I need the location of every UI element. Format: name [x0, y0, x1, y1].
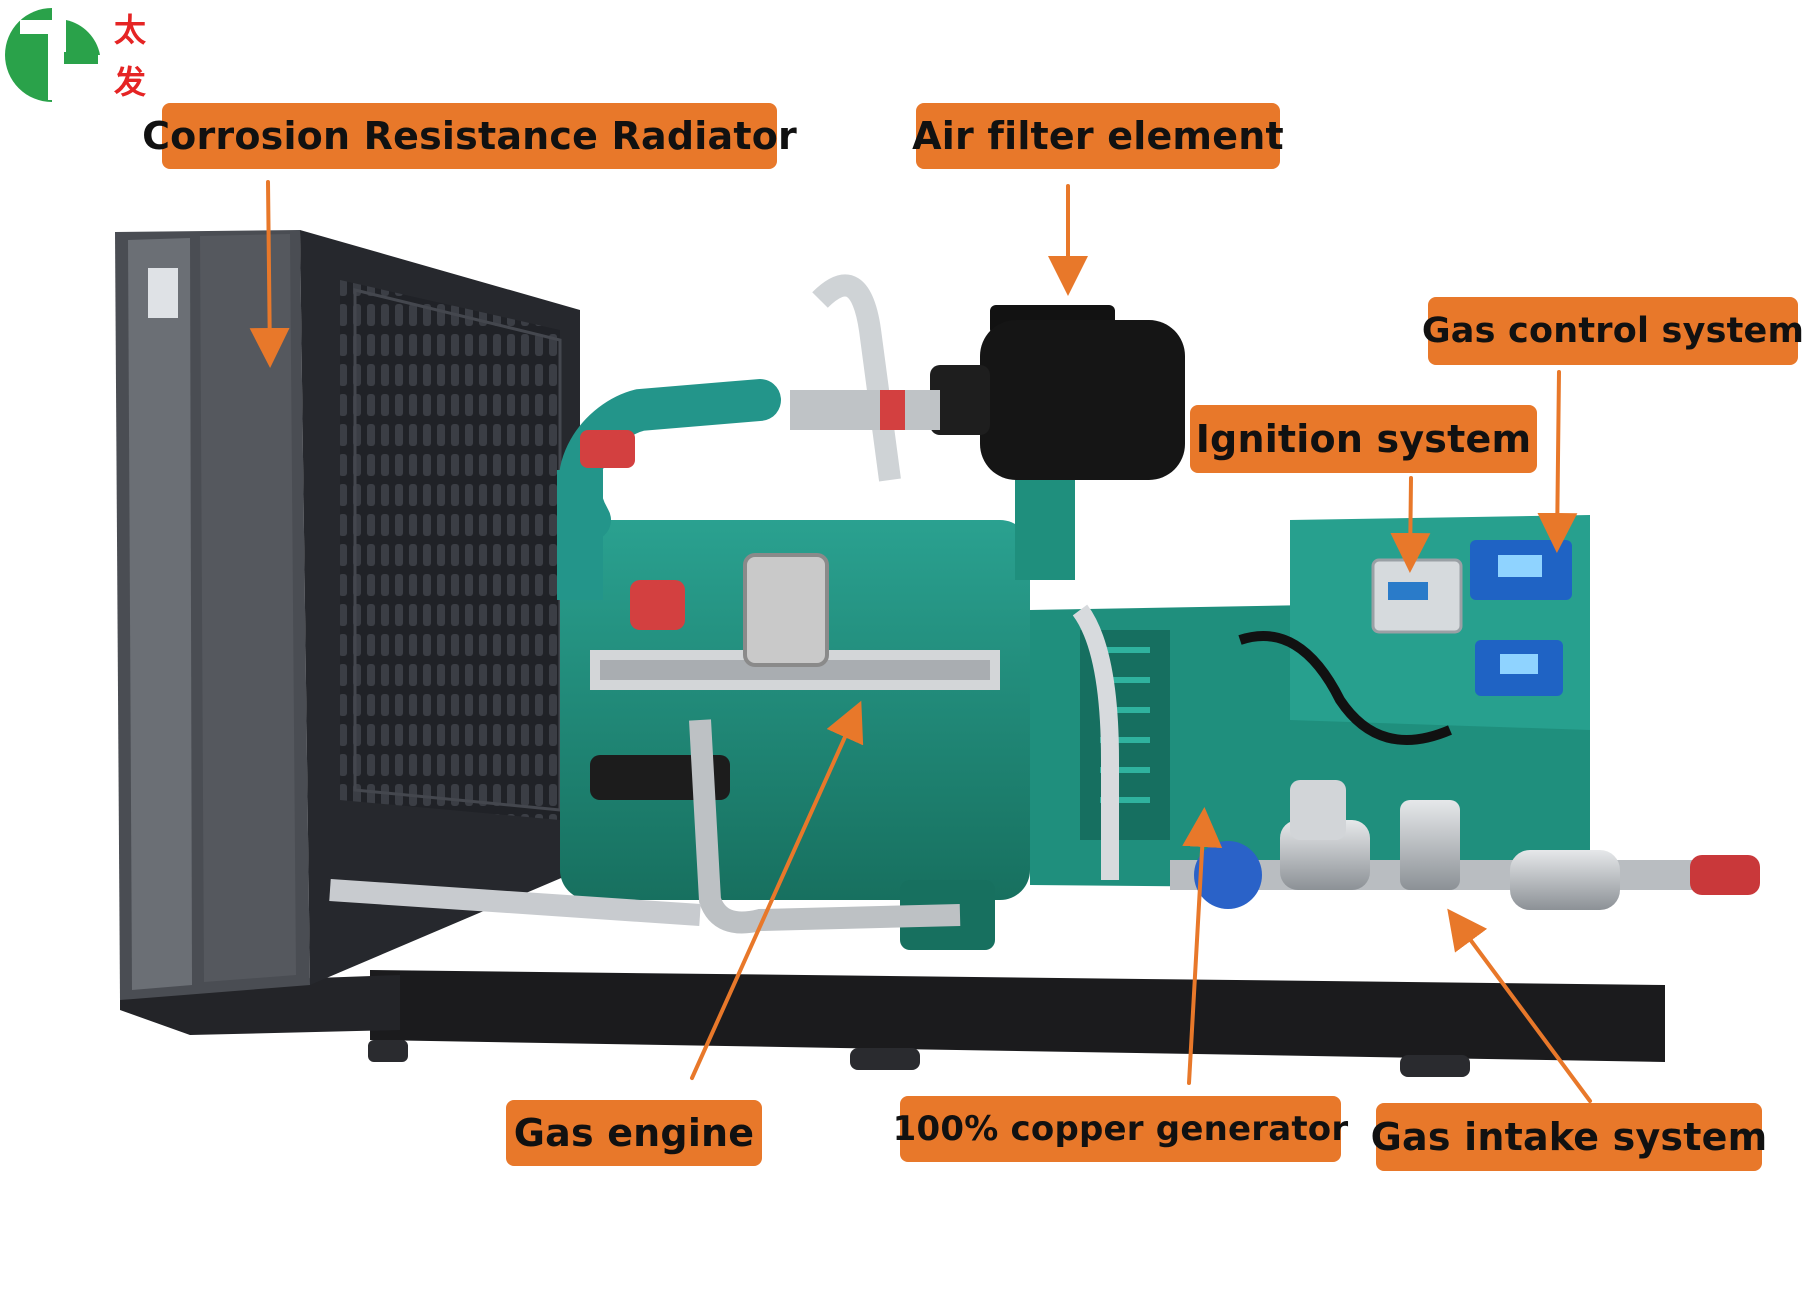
- base-frame: [120, 970, 1665, 1077]
- brand-logo-icon: [5, 8, 100, 102]
- label-gas-engine: Gas engine: [506, 1100, 762, 1166]
- arrow-gas-intake: [1447, 908, 1592, 1103]
- logo-char-2: 发: [114, 63, 147, 101]
- label-copper-generator: 100% copper generator: [893, 1096, 1348, 1162]
- arrow-gas-control: [1537, 370, 1578, 553]
- label-gas-intake: Gas intake system: [1371, 1103, 1767, 1171]
- logo-char-1: 太: [114, 11, 147, 49]
- gas-intake-pipework: [1170, 780, 1760, 910]
- callout-arrows: [249, 180, 1592, 1103]
- air-filter: [790, 305, 1185, 580]
- label-radiator: Corrosion Resistance Radiator: [142, 103, 797, 169]
- arrow-ignition: [1390, 476, 1431, 573]
- arrow-copper-generator: [1182, 807, 1223, 1085]
- label-ignition: Ignition system: [1190, 405, 1537, 473]
- label-air-filter: Air filter element: [912, 103, 1284, 169]
- arrow-radiator: [249, 180, 290, 368]
- label-gas-control: Gas control system: [1422, 297, 1802, 365]
- arrow-gas-engine: [690, 700, 864, 1080]
- control-boxes: [1371, 540, 1572, 696]
- radiator: [115, 230, 580, 1000]
- gas-engine-block: [329, 274, 1030, 950]
